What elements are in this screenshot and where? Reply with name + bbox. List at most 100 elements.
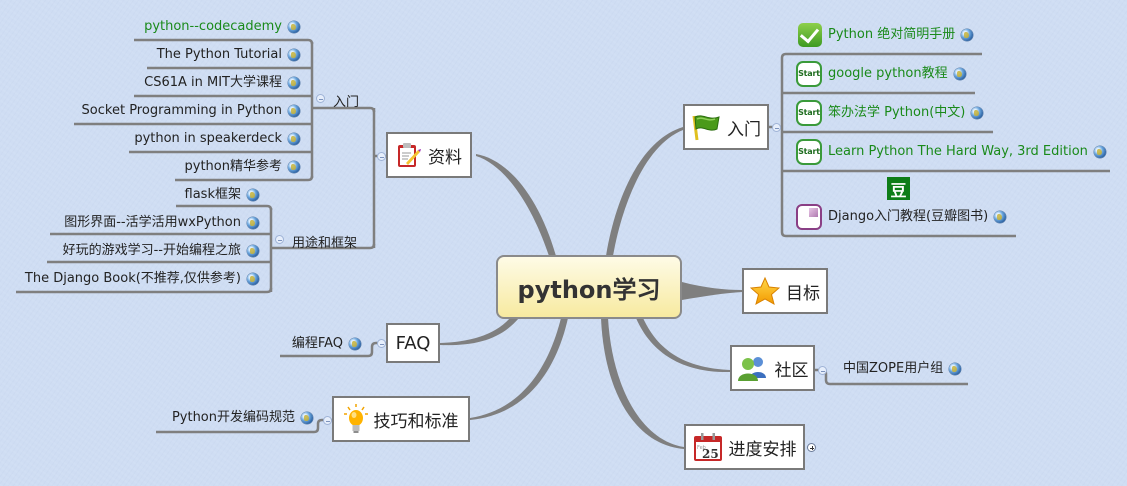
link-item[interactable]: 好玩的游戏学习--开始编程之旅 — [63, 243, 259, 259]
link-text: Python 绝对简明手册 — [828, 27, 956, 42]
douban-badge-icon: 豆 — [887, 177, 910, 200]
link-item[interactable]: Python 绝对简明手册 — [798, 23, 974, 47]
link-text: python--codecademy — [144, 19, 282, 34]
link-item[interactable]: Start 笨办法学 Python(中文) — [796, 100, 984, 126]
link-text: 好玩的游戏学习--开始编程之旅 — [62, 243, 241, 258]
page-icon — [796, 204, 822, 230]
link-text: Learn Python The Hard Way, 3rd Edition — [828, 144, 1088, 159]
topic-tips-label: 技巧和标准 — [373, 411, 459, 432]
link-text: 中国ZOPE用户组 — [843, 361, 944, 376]
globe-icon[interactable] — [953, 68, 966, 80]
lightbulb-icon — [343, 404, 368, 433]
globe-icon[interactable] — [288, 161, 300, 173]
subtopic-usage-frameworks-label: 用途和框架 — [292, 236, 358, 251]
topic-community-label: 社区 — [774, 360, 809, 381]
link-item[interactable]: CS61A in MIT大学课程 — [144, 75, 300, 91]
link-text: 笨办法学 Python(中文) — [828, 105, 966, 120]
globe-icon[interactable] — [247, 273, 259, 285]
link-item[interactable]: python精华参考 — [185, 159, 300, 175]
green-flag-icon — [692, 115, 720, 141]
collapse-toggle-usage-frameworks[interactable] — [275, 235, 284, 244]
globe-icon[interactable] — [994, 211, 1007, 223]
globe-icon[interactable] — [288, 77, 300, 89]
topic-intro-right-label: 入门 — [727, 119, 761, 140]
globe-icon[interactable] — [288, 21, 300, 33]
globe-icon[interactable] — [1093, 146, 1106, 158]
users-icon — [737, 357, 766, 381]
globe-icon[interactable] — [288, 105, 300, 117]
link-item[interactable]: 图形界面--活学活用wxPython — [64, 215, 259, 231]
globe-icon[interactable] — [301, 412, 313, 424]
link-text: The Django Book(不推荐,仅供参考) — [24, 271, 241, 286]
calendar-month: Feb — [697, 445, 706, 451]
link-text: python精华参考 — [184, 159, 282, 174]
link-text: Django入门教程(豆瓣图书) — [828, 209, 989, 224]
subtopic-usage-frameworks[interactable]: 用途和框架 — [292, 232, 357, 251]
topic-community[interactable]: 社区 — [730, 345, 815, 391]
topic-resources[interactable]: 资料 — [386, 132, 472, 178]
start-icon: Start — [796, 61, 822, 87]
star-icon — [750, 276, 780, 306]
collapse-toggle-resources[interactable] — [377, 152, 386, 161]
link-item[interactable]: flask框架 — [185, 187, 259, 203]
expand-toggle-schedule[interactable] — [807, 443, 816, 452]
link-item[interactable]: 中国ZOPE用户组 — [843, 361, 962, 377]
collapse-toggle-community[interactable] — [818, 366, 827, 375]
globe-icon[interactable] — [288, 49, 300, 61]
link-item[interactable]: Start Learn Python The Hard Way, 3rd Edi… — [796, 139, 1106, 165]
collapse-toggle-faq[interactable] — [377, 339, 386, 348]
link-item[interactable]: The Django Book(不推荐,仅供参考) — [25, 271, 259, 287]
connector-tips — [470, 318, 568, 420]
link-text: The Python Tutorial — [156, 47, 282, 62]
collapse-toggle-tips[interactable] — [323, 416, 332, 425]
topic-faq[interactable]: FAQ — [386, 323, 440, 363]
link-text: 图形界面--活学活用wxPython — [64, 215, 241, 230]
link-text: CS61A in MIT大学课程 — [144, 75, 282, 90]
connector-right-intro — [606, 127, 683, 256]
topic-schedule-label: 进度安排 — [728, 439, 797, 460]
checkmark-icon — [798, 23, 822, 47]
globe-icon[interactable] — [288, 133, 300, 145]
link-item[interactable]: The Python Tutorial — [157, 47, 300, 63]
topic-intro-right[interactable]: 入门 — [683, 104, 769, 150]
link-text: python in speakerdeck — [134, 131, 282, 146]
link-item[interactable]: Django入门教程(豆瓣图书) — [796, 204, 1007, 230]
clipboard-edit-icon — [398, 143, 421, 167]
link-item[interactable]: Socket Programming in Python — [82, 103, 300, 119]
globe-icon[interactable] — [349, 338, 361, 350]
link-item[interactable]: 编程FAQ — [292, 336, 361, 352]
link-text: flask框架 — [184, 187, 241, 202]
globe-icon[interactable] — [949, 363, 962, 375]
topic-schedule[interactable]: Feb 25 进度安排 — [684, 424, 805, 470]
globe-icon[interactable] — [247, 245, 259, 257]
calendar-day: 25 — [702, 447, 719, 461]
link-text: google python教程 — [828, 66, 948, 81]
subtopic-intro-left[interactable]: 入门 — [333, 91, 359, 110]
collapse-toggle-intro-left[interactable] — [316, 94, 325, 103]
subtopic-intro-left-label: 入门 — [333, 95, 360, 110]
link-item[interactable]: python in speakerdeck — [134, 131, 300, 147]
topic-tips[interactable]: 技巧和标准 — [332, 396, 470, 442]
start-icon: Start — [796, 100, 822, 126]
topic-faq-label: FAQ — [395, 332, 431, 354]
connector-goals — [682, 282, 742, 300]
central-topic[interactable]: python学习 — [496, 255, 682, 319]
topic-resources-label: 资料 — [428, 147, 462, 168]
link-text: Python开发编码规范 — [171, 410, 295, 425]
link-item[interactable]: Start google python教程 — [796, 61, 966, 87]
globe-icon[interactable] — [971, 107, 984, 119]
topic-goals[interactable]: 目标 — [742, 268, 828, 314]
connector-faq — [440, 318, 519, 346]
link-item[interactable]: Python开发编码规范 — [172, 410, 313, 426]
connector-schedule — [601, 318, 684, 449]
start-icon: Start — [796, 139, 822, 165]
globe-icon[interactable] — [247, 217, 259, 229]
calendar-icon: Feb 25 — [693, 433, 722, 461]
globe-icon[interactable] — [961, 29, 974, 41]
globe-icon[interactable] — [247, 189, 259, 201]
collapse-toggle-intro-right[interactable] — [772, 123, 781, 132]
link-text: 编程FAQ — [291, 336, 343, 351]
link-item[interactable]: python--codecademy — [144, 19, 300, 35]
connector-resources — [476, 154, 556, 256]
